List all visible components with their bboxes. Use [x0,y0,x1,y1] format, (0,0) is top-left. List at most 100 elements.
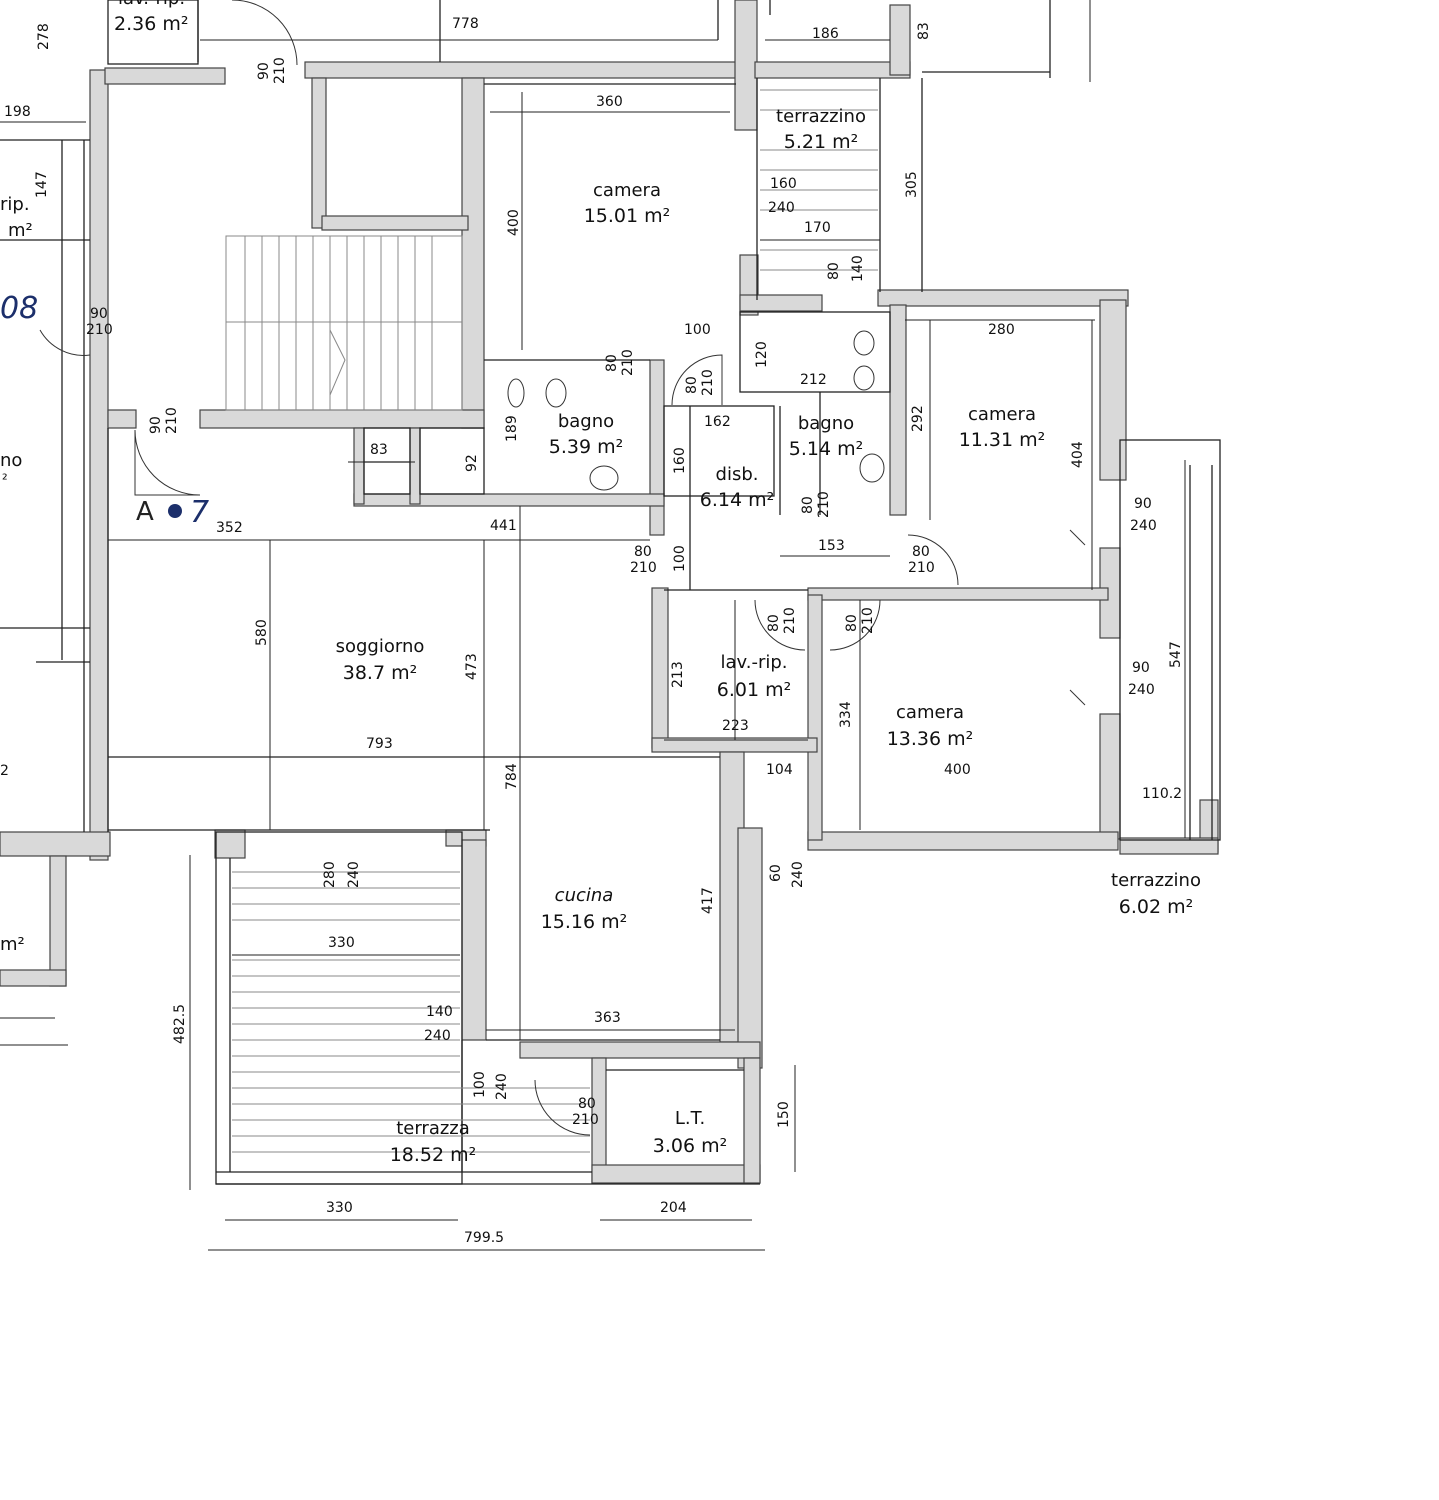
dim-label: 210 [272,57,288,84]
wall [304,61,746,79]
room-area-lt: 3.06 m² [653,1135,727,1157]
dim-label: 80 [844,614,860,632]
dim-label: 90 [1132,660,1150,676]
dim-label: 210 [620,349,636,376]
dimension-lines [0,0,1186,1251]
dim-label: 170 [804,220,831,236]
dim-label: 150 [776,1101,792,1128]
dim-label: 80 [800,496,816,514]
dim-label: 473 [464,653,480,680]
wall [353,427,365,505]
wall [461,77,485,429]
dim-label: 240 [790,861,806,888]
dim-label: 90 [90,306,108,322]
dim-label: 90 [256,62,272,80]
room-area-camera-3: 13.36 m² [887,728,974,750]
walls [0,0,1219,1184]
dim-label: 80 [912,544,930,560]
wall [409,427,421,505]
dim-label: 784 [504,763,520,790]
room-name-bagno-1: bagno [558,411,614,432]
dim-label: 204 [660,1200,687,1216]
wall [1099,299,1127,481]
dimension-labels: 278 778 186 83 198 147 90 210 90 210 360… [4,16,1184,1246]
room-name-lav-rip: lav.-rip. [720,652,787,673]
dim-label: 80 [684,376,700,394]
dim-label: 110.2 [1142,786,1182,802]
dim-label: 352 [216,520,243,536]
wall [877,289,1129,307]
dim-label: 210 [630,560,657,576]
room-area-soggiorno: 38.7 m² [343,662,417,684]
room-area-cucina: 15.16 m² [541,911,628,933]
dim-label: 210 [164,407,180,434]
dim-label: 80 [578,1096,596,1112]
room-name-terrazzino-right: terrazzino [1111,870,1201,891]
dim-label: 240 [1130,518,1157,534]
dim-label: 240 [768,200,795,216]
room-name-soggiorno: soggiorno [336,636,425,657]
dim-label: 360 [596,94,623,110]
dim-label: 547 [1168,641,1184,668]
dim-label: 80 [634,544,652,560]
dim-label: 210 [860,607,876,634]
dim-label: 80 [604,354,620,372]
wall [353,493,665,507]
room-name-camera-3: camera [896,702,964,723]
dim-label: 210 [86,322,113,338]
dim-label: 210 [700,369,716,396]
wall [889,304,907,516]
dim-label: 60 [768,864,784,882]
dim-label: 186 [812,26,839,42]
room-area-camera-1: 15.01 m² [584,205,671,227]
wall [807,594,823,841]
dim-label: 482.5 [172,1004,188,1044]
fixtures [507,330,885,491]
handwritten-annotations: A 7 08 [0,291,209,530]
partial-label-sup2a: ² [2,472,8,488]
neighbor-unit-label: 08 [0,291,38,326]
unit-label-dot [168,504,182,518]
room-name-lt: L.T. [675,1108,705,1129]
dim-label: 799.5 [464,1230,504,1246]
wall [311,77,327,229]
dim-label: 292 [910,405,926,432]
wall [0,831,111,857]
dim-label: 400 [506,209,522,236]
wall [754,61,911,79]
dim-label: 212 [800,372,827,388]
dim-label: 83 [916,22,932,40]
room-area-terrazzino-right: 6.02 m² [1119,896,1193,918]
dim-label: 417 [700,887,716,914]
wall [1119,837,1219,855]
dim-label: 160 [770,176,797,192]
dim-label: 210 [816,491,832,518]
wall [743,1057,761,1184]
dim-label: 305 [904,171,920,198]
room-area-terrazzino-top: 5.21 m² [784,131,858,153]
dim-label: 441 [490,518,517,534]
wall [0,969,67,987]
dim-label: 83 [370,442,388,458]
dim-label: 580 [254,619,270,646]
room-name-camera-2: camera [968,404,1036,425]
room-name-camera-1: camera [593,180,661,201]
dim-label: 92 [464,454,480,472]
room-name-disb: disb. [716,464,759,485]
wall [104,67,226,85]
wall [591,1164,761,1184]
dim-label: 104 [766,762,793,778]
unit-label-prefix: A [136,497,154,527]
dim-label: 90 [1134,496,1152,512]
wall [649,359,665,536]
wall [49,855,67,987]
dim-label: 404 [1070,441,1086,468]
unit-label-digit: 7 [190,495,209,530]
dim-label: 213 [670,661,686,688]
partial-label-no: no [0,450,22,471]
dim-label: 223 [722,718,749,734]
room-area-camera-2: 11.31 m² [959,429,1046,451]
dim-label: 240 [494,1073,510,1100]
room-name-cucina: cucina [555,885,614,906]
